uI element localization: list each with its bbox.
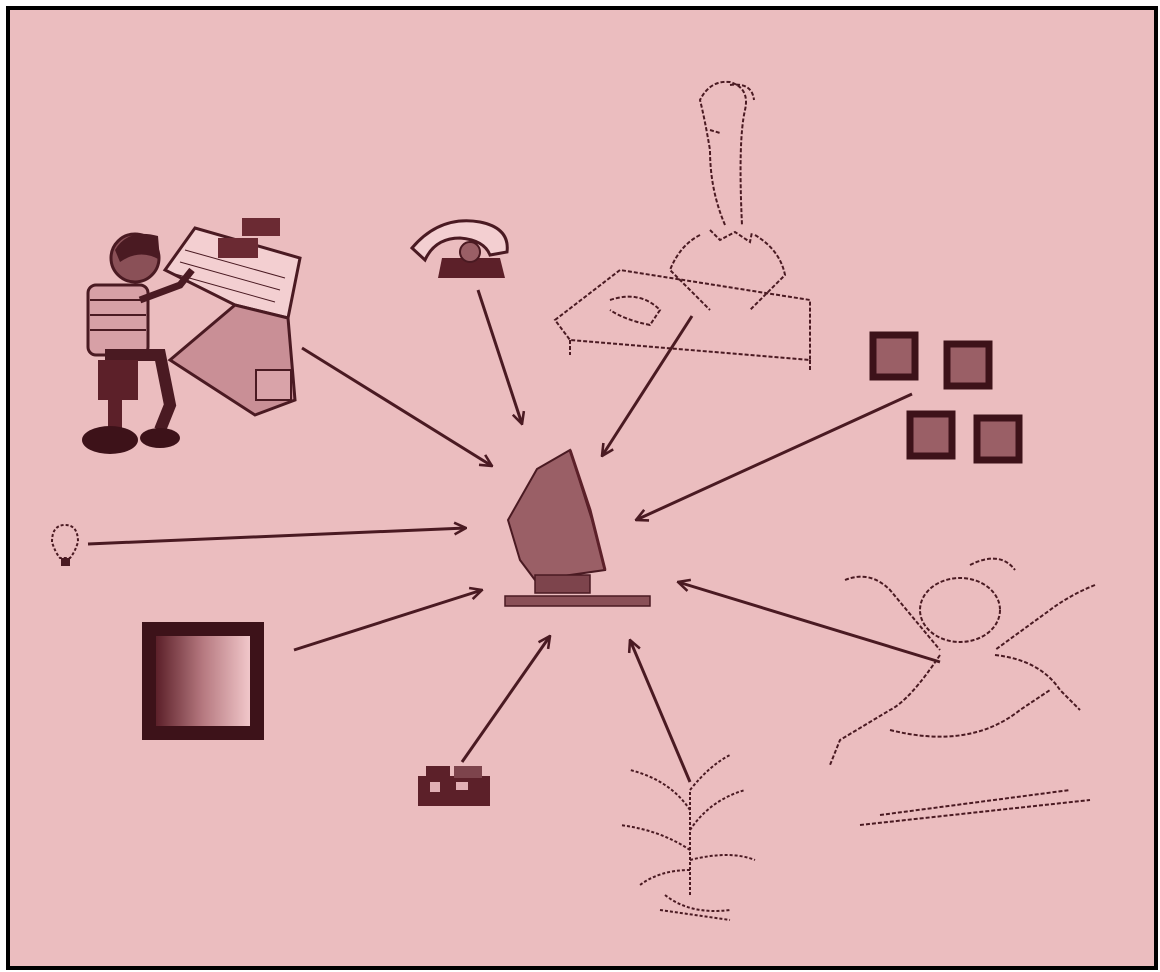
businessman-at-desk-icon <box>555 82 810 370</box>
arrow-from-telephone <box>478 290 522 424</box>
cash-register-icon <box>418 766 490 806</box>
arrow-from-squares <box>636 394 912 520</box>
gradient-square-icon <box>142 622 264 740</box>
arrow-from-businessman <box>602 316 692 456</box>
telephone-icon <box>412 221 507 278</box>
arrow-from-drafting-person <box>302 348 492 466</box>
lightbulb-icon <box>52 525 78 566</box>
reclining-person-icon <box>830 559 1095 825</box>
arrow-from-plant <box>630 640 690 782</box>
arrow-from-reclining-person <box>678 582 940 662</box>
computer-icon <box>505 450 650 606</box>
squares-grid-icon <box>873 335 1019 460</box>
arrow-from-cash-register <box>462 636 550 762</box>
diagram-frame <box>6 6 1158 970</box>
drafting-person-icon <box>82 218 300 454</box>
arrow-from-gradient-square <box>294 590 482 650</box>
computer-input-diagram <box>10 10 1154 966</box>
arrow-from-lightbulb <box>88 528 466 544</box>
